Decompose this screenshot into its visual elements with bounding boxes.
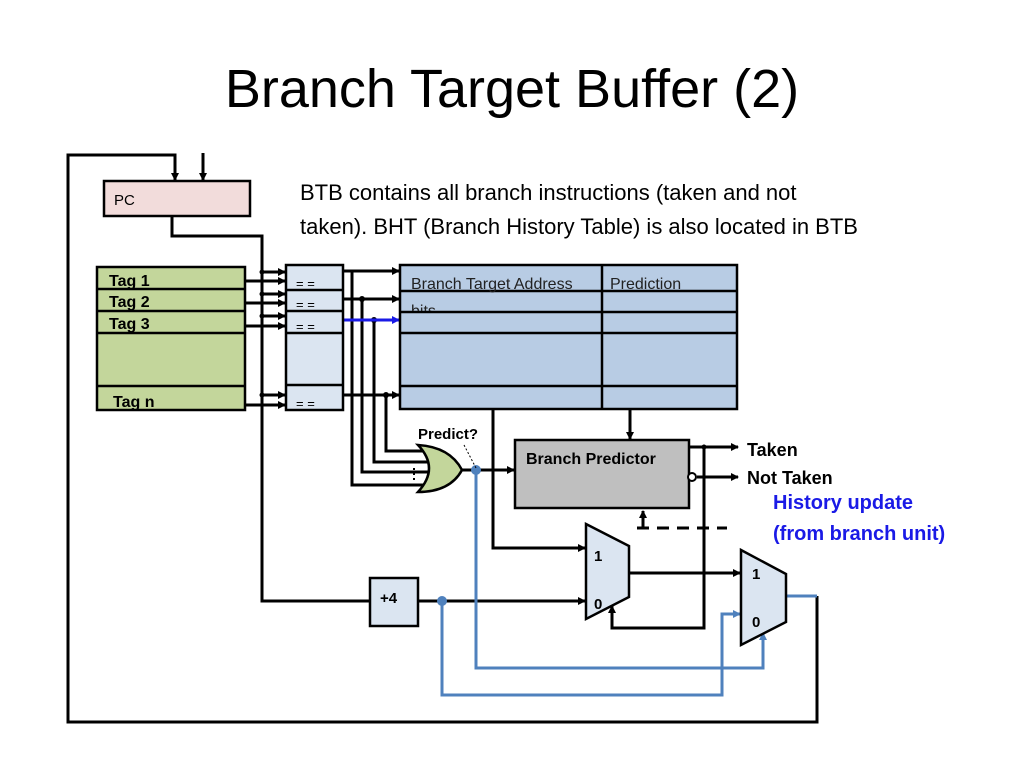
comparator-1: = = [296, 276, 315, 291]
mux2-input-1: 1 [752, 566, 760, 583]
slide-title: Branch Target Buffer (2) [224, 59, 800, 119]
history-update-label: History update [773, 492, 913, 514]
pc-output-wire [170, 216, 370, 603]
branch-predictor-label: Branch Predictor [526, 451, 656, 468]
taken-label: Taken [747, 440, 798, 460]
adder-label: +4 [380, 590, 398, 607]
btb-header-prediction: Prediction [610, 276, 681, 293]
mux-1 [584, 521, 631, 622]
btb-table: Branch Target Address Prediction bits [398, 263, 739, 411]
plus4-adder [368, 576, 420, 628]
mux-2 [739, 547, 788, 648]
tag-2: Tag 2 [109, 294, 150, 311]
tag-1: Tag 1 [109, 273, 150, 290]
inverter-bubble [687, 472, 697, 482]
blue-wires [440, 470, 817, 697]
comparator-n: = = [296, 396, 315, 411]
tag-3: Tag 3 [109, 316, 150, 333]
comparator-2: = = [296, 297, 315, 312]
btb-header-bits: bits [411, 303, 436, 320]
predict-label: Predict? [418, 426, 478, 443]
pc-register [102, 179, 252, 218]
mux2-input-0: 0 [752, 614, 760, 631]
slide-description: BTB contains all branch instructions (ta… [300, 176, 858, 244]
tag-table: Tag 1 Tag 2 Tag 3 Tag n [95, 265, 247, 412]
btb-header-target: Branch Target Address [411, 276, 573, 293]
description-line-2: taken). BHT (Branch History Table) is al… [300, 214, 858, 239]
comparator-column: = = = = = = = = [284, 263, 345, 412]
or-gate [414, 443, 464, 494]
feedback-wire [66, 153, 819, 724]
comparator-3: = = [296, 319, 315, 334]
branch-predictor [513, 438, 691, 510]
mux1-input-1: 1 [594, 548, 602, 565]
not-taken-label: Not Taken [747, 468, 833, 488]
mux1-input-0: 0 [594, 596, 602, 613]
tag-n: Tag n [113, 394, 154, 411]
description-line-1: BTB contains all branch instructions (ta… [300, 180, 797, 205]
history-update-source: (from branch unit) [773, 523, 945, 545]
pc-label: PC [114, 192, 135, 209]
